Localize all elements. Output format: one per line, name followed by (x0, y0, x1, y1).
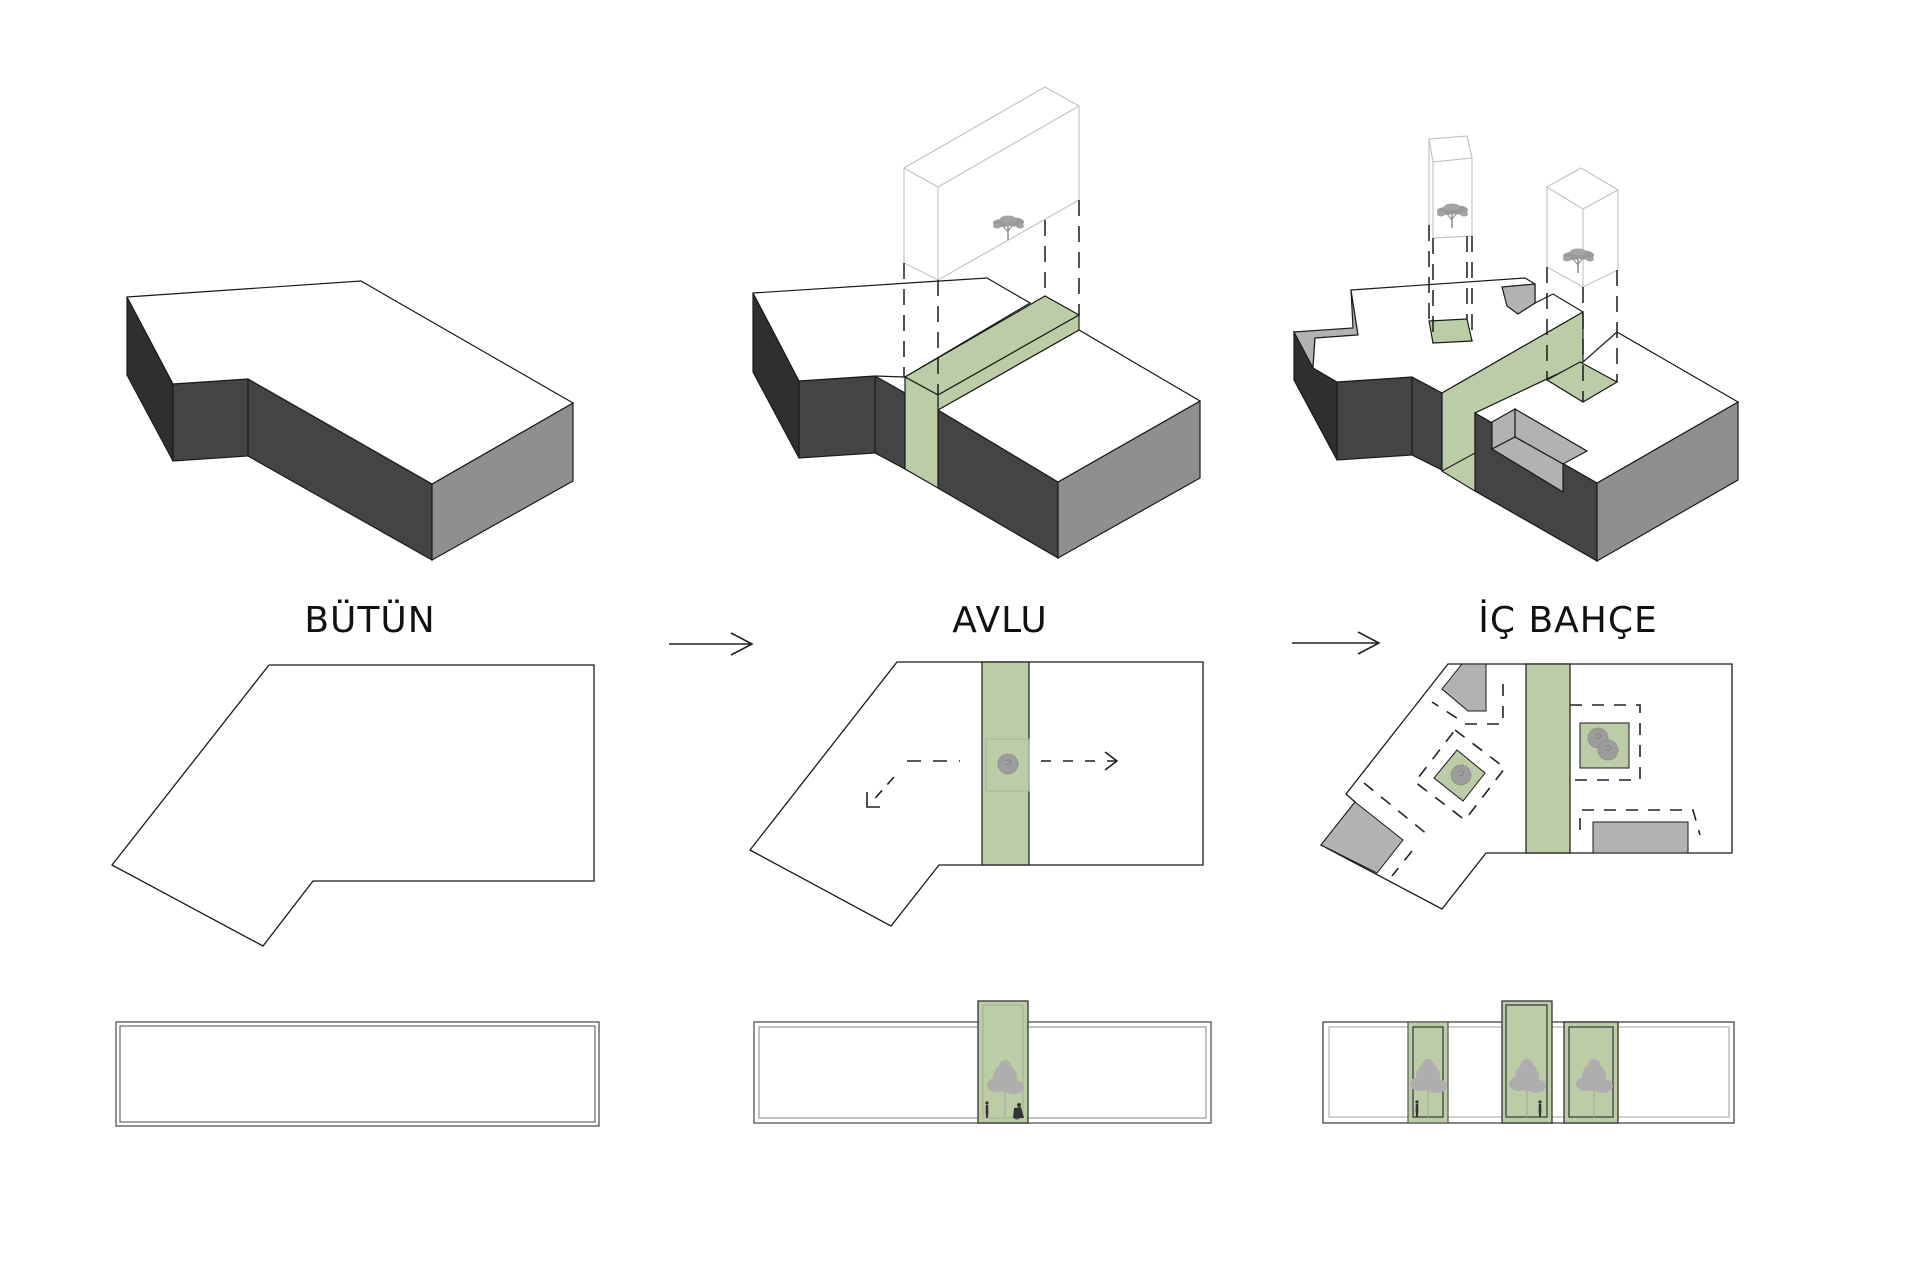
person-icon (1013, 1103, 1024, 1120)
tree-pit (985, 738, 1030, 792)
circulation-dashed-lines (1363, 684, 1701, 877)
arrow-right-icon (1292, 631, 1381, 655)
axon-avlu-notch-face (798, 375, 876, 459)
void-grey (1592, 821, 1689, 854)
courtyard-strip-plan[interactable] (1525, 663, 1571, 854)
axon-butun (126, 280, 575, 562)
axon-ic-bahce-notch-face (1336, 376, 1413, 461)
tree-icon (1450, 764, 1472, 786)
tree-icon (992, 214, 1025, 241)
projection-lines (1428, 225, 1618, 402)
axon-avlu-glass-volume (903, 86, 1080, 281)
projection-lines (903, 200, 1080, 395)
axon-ic-bahce-grey-chip (1501, 283, 1536, 315)
courtyard-strip-front[interactable] (904, 375, 939, 490)
section-avlu (753, 1000, 1212, 1124)
plan-ic-bahce (1320, 663, 1733, 910)
tree-icon (1597, 739, 1619, 761)
axon-butun-notch-face (172, 378, 249, 462)
circulation-path-icon (866, 751, 1119, 808)
plan-butun-outline (111, 664, 595, 947)
tree-icon (1562, 247, 1595, 274)
tree-icon (997, 753, 1019, 775)
plan-avlu-outline (749, 661, 1204, 927)
section-butun (115, 1021, 600, 1127)
plan-avlu (749, 661, 1204, 927)
axon-ic-bahce-glass-volume-1 (1428, 135, 1473, 239)
void-grey (1441, 663, 1487, 712)
axon-butun-roof (126, 280, 575, 485)
stage-label-avlu: AVLU (952, 600, 1048, 641)
inner-garden-opening-1[interactable] (1428, 318, 1473, 344)
stage-label-butun: BÜTÜN (304, 600, 436, 641)
tree-icon (1436, 202, 1469, 229)
axon-avlu-front-left (874, 374, 906, 470)
axon-ic-bahce-glass-volume-2 (1546, 167, 1619, 288)
axon-avlu (752, 86, 1202, 560)
arrow-right-icon (669, 632, 754, 656)
axon-ic-bahce-recess (1490, 407, 1589, 494)
void-grey (1320, 801, 1404, 874)
section-ic-bahce (1322, 1000, 1735, 1124)
axon-ic-bahce (1293, 135, 1740, 563)
stage-label-ic-bahce: İÇ BAHÇE (1478, 600, 1658, 641)
